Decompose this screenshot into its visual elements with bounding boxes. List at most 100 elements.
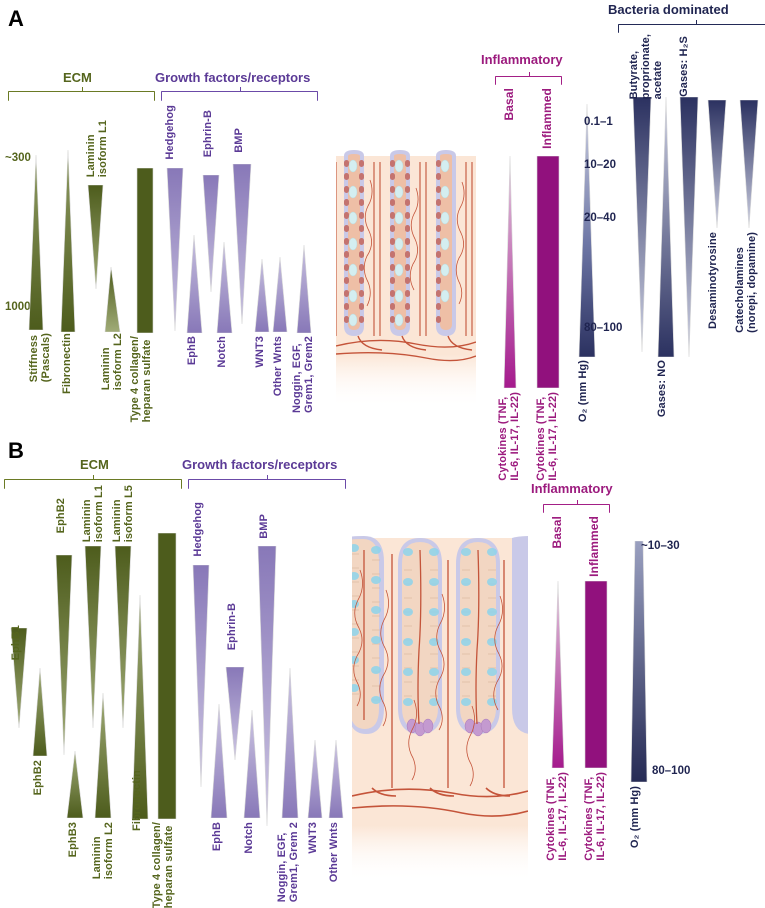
panel-a-gradient-notch xyxy=(216,241,233,334)
panel-a-label-bmp: BMP xyxy=(233,128,245,153)
panel-b-label-ephb1: EphB1 xyxy=(10,625,22,661)
panel-a-ecm-bracket xyxy=(8,87,155,101)
panel-b-label-hedgehog: Hedgehog xyxy=(192,502,204,557)
panel-b-growth-bracket xyxy=(188,475,346,489)
panel-a-gradient-hedgehog xyxy=(166,167,184,332)
panel-b-inflam-label: Inflammatory xyxy=(531,481,613,496)
panel-a-gradient-ephb xyxy=(186,234,203,334)
panel-b-label-ephb2-a: EphB2 xyxy=(32,760,44,796)
panel-b-label-noggin: Noggin, EGF,Grem1, Grem 2 xyxy=(276,822,300,903)
panel-a-gradient-scfa xyxy=(632,96,652,353)
panel-a-label-o2: O₂ (mm Hg) xyxy=(577,360,589,423)
panel-a-tick-1000: 1000 xyxy=(5,301,31,313)
panel-b-gradient-ephb3 xyxy=(66,750,84,819)
panel-b-label-ephb3: EphB3 xyxy=(67,822,79,858)
panel-a-gradient-laminin-l2 xyxy=(104,266,121,333)
panel-b-label-ephrin-b: Ephrin-B xyxy=(226,603,238,651)
panel-a-label-desaminotyrosine: Desaminotyrosine xyxy=(707,232,719,329)
panel-a-label-basal: Basal xyxy=(502,88,516,121)
panel-b-tissue-villi xyxy=(352,530,528,882)
panel-a-label-gases-no: Gases: NO xyxy=(656,360,668,418)
panel-a-label-stiffness: Stiffness(Pascals) xyxy=(28,333,52,383)
panel-a-label-noggin: Noggin, EGF,Grem1, Grem2 xyxy=(291,336,315,414)
panel-b-label-bmp: BMP xyxy=(258,514,270,539)
panel-b-gradient-other-wnts xyxy=(328,739,344,819)
panel-a-o2-tick-2: 10–20 xyxy=(584,159,616,171)
panel-b-gradient-laminin-l5 xyxy=(114,545,132,729)
panel-b-o2-tick-bottom: 80–100 xyxy=(652,765,691,777)
panel-b-o2-tick-top: ~10–30 xyxy=(641,540,680,552)
panel-a-letter: A xyxy=(8,6,24,31)
panel-b-gradient-laminin-l2 xyxy=(94,692,112,819)
panel-a-tissue-colon-crypts xyxy=(336,140,476,408)
panel-a-o2-tick-1: 0.1–1 xyxy=(584,116,613,128)
panel-a-gradient-collagen4 xyxy=(136,167,154,334)
panel-b-ecm-label: ECM xyxy=(80,457,109,472)
panel-b-ecm-bracket xyxy=(4,475,182,489)
panel-b-label-notch: Notch xyxy=(243,822,255,854)
panel-a-gradient-cytokines-inflammed xyxy=(536,155,560,389)
panel-a-gradient-gases-h2s xyxy=(679,96,699,358)
panel-b-label-ephb2-b: EphB2 xyxy=(55,498,67,534)
panel-b-gradient-ephb1 xyxy=(10,627,28,729)
panel-a-gradient-stiffness xyxy=(28,154,44,331)
panel-a-gradient-bmp xyxy=(232,163,252,325)
panel-b-label-basal: Basal xyxy=(550,516,564,549)
panel-b-gradient-noggin xyxy=(281,667,299,819)
panel-a-gradient-catecholamines xyxy=(739,99,759,229)
panel-b-gradient-ephb xyxy=(210,703,228,819)
panel-b-gradient-cytokines-basal xyxy=(551,580,565,769)
panel-a-label-scfa: Butyrate,proprionate,acetate xyxy=(628,34,664,100)
panel-b-gradient-bmp xyxy=(257,545,277,827)
panel-a-gradient-o2 xyxy=(578,103,596,358)
panel-a-label-cytokines-inflammed: Cytokines (TNF,IL-6, IL-17, IL-22) xyxy=(535,392,559,481)
panel-b-gradient-notch xyxy=(243,709,261,819)
panel-a-gradient-desaminotyrosine xyxy=(707,99,727,229)
panel-b-gradient-ephrin-b xyxy=(225,666,245,761)
panel-b-label-other-wnts: Other Wnts xyxy=(328,822,340,883)
panel-a-gradient-noggin xyxy=(296,244,312,334)
panel-b-growth-label: Growth factors/receptors xyxy=(182,457,338,472)
panel-b-gradient-cytokines-inflammed xyxy=(584,580,608,769)
panel-a-gradient-gases-no xyxy=(657,96,675,358)
panel-a-inflam-bracket xyxy=(495,72,562,85)
panel-a-bacteria-bracket xyxy=(618,20,765,33)
panel-b-letter: B xyxy=(8,438,24,463)
panel-a-gradient-wnt3 xyxy=(254,258,270,333)
panel-b-label-cytokines-inflammed: Cytokines (TNF,IL-6, IL-17, IL-22) xyxy=(583,772,607,861)
panel-a-inflam-label: Inflammatory xyxy=(481,52,563,67)
panel-b-gradient-ephb2-a xyxy=(32,667,48,757)
panel-a-ecm-label: ECM xyxy=(63,70,92,85)
panel-b-gradient-collagen4 xyxy=(157,532,177,820)
panel-b-label-collagen4: Type 4 collagen/heparan sulfate xyxy=(151,822,175,908)
panel-a-label-gases-h2s: Gases: H₂S xyxy=(678,36,690,97)
panel-b-inflam-bracket xyxy=(543,500,610,513)
panel-b-gradient-wnt3 xyxy=(307,739,323,819)
panel-a-label-inflammed: Inflammed xyxy=(540,88,554,149)
panel-a-gradient-cytokines-basal xyxy=(503,155,517,389)
panel-b-gradient-laminin-l1 xyxy=(84,545,102,729)
panel-b-label-ephb: EphB xyxy=(211,822,223,852)
panel-a-gradient-other-wnts xyxy=(272,256,288,333)
panel-a-growth-label: Growth factors/receptors xyxy=(155,70,311,85)
panel-b-gradient-hedgehog xyxy=(192,564,210,788)
panel-a-label-catecholamines: Catecholamines(norepi, dopamine) xyxy=(734,232,758,333)
panel-a-label-fibronectin: Fibronectin xyxy=(61,333,73,394)
panel-b-label-cytokines-basal: Cytokines (TNF,IL-6, IL-17, IL-22) xyxy=(545,772,569,861)
panel-a-label-collagen4: Type 4 collagen/heparan sulfate xyxy=(129,336,153,423)
panel-b-label-o2: O₂ (mm Hg) xyxy=(629,786,641,849)
panel-a-gradient-laminin-l1 xyxy=(87,184,104,290)
panel-b-label-inflammed: Inflammed xyxy=(587,516,601,577)
panel-a-label-other-wnts: Other Wnts xyxy=(272,336,284,397)
panel-a-gradient-ephrin-b xyxy=(202,174,220,293)
panel-a-label-cytokines-basal: Cytokines (TNF,IL-6, IL-17, IL-22) xyxy=(497,392,521,481)
panel-b-gradient-fibronectin xyxy=(131,594,149,820)
panel-a-label-hedgehog: Hedgehog xyxy=(164,105,176,160)
panel-b-label-fibronectin: Fibronectin xyxy=(131,770,143,831)
panel-a-label-ephb: EphB xyxy=(186,336,198,366)
panel-a-label-ephrin-b: Ephrin-B xyxy=(202,110,214,158)
